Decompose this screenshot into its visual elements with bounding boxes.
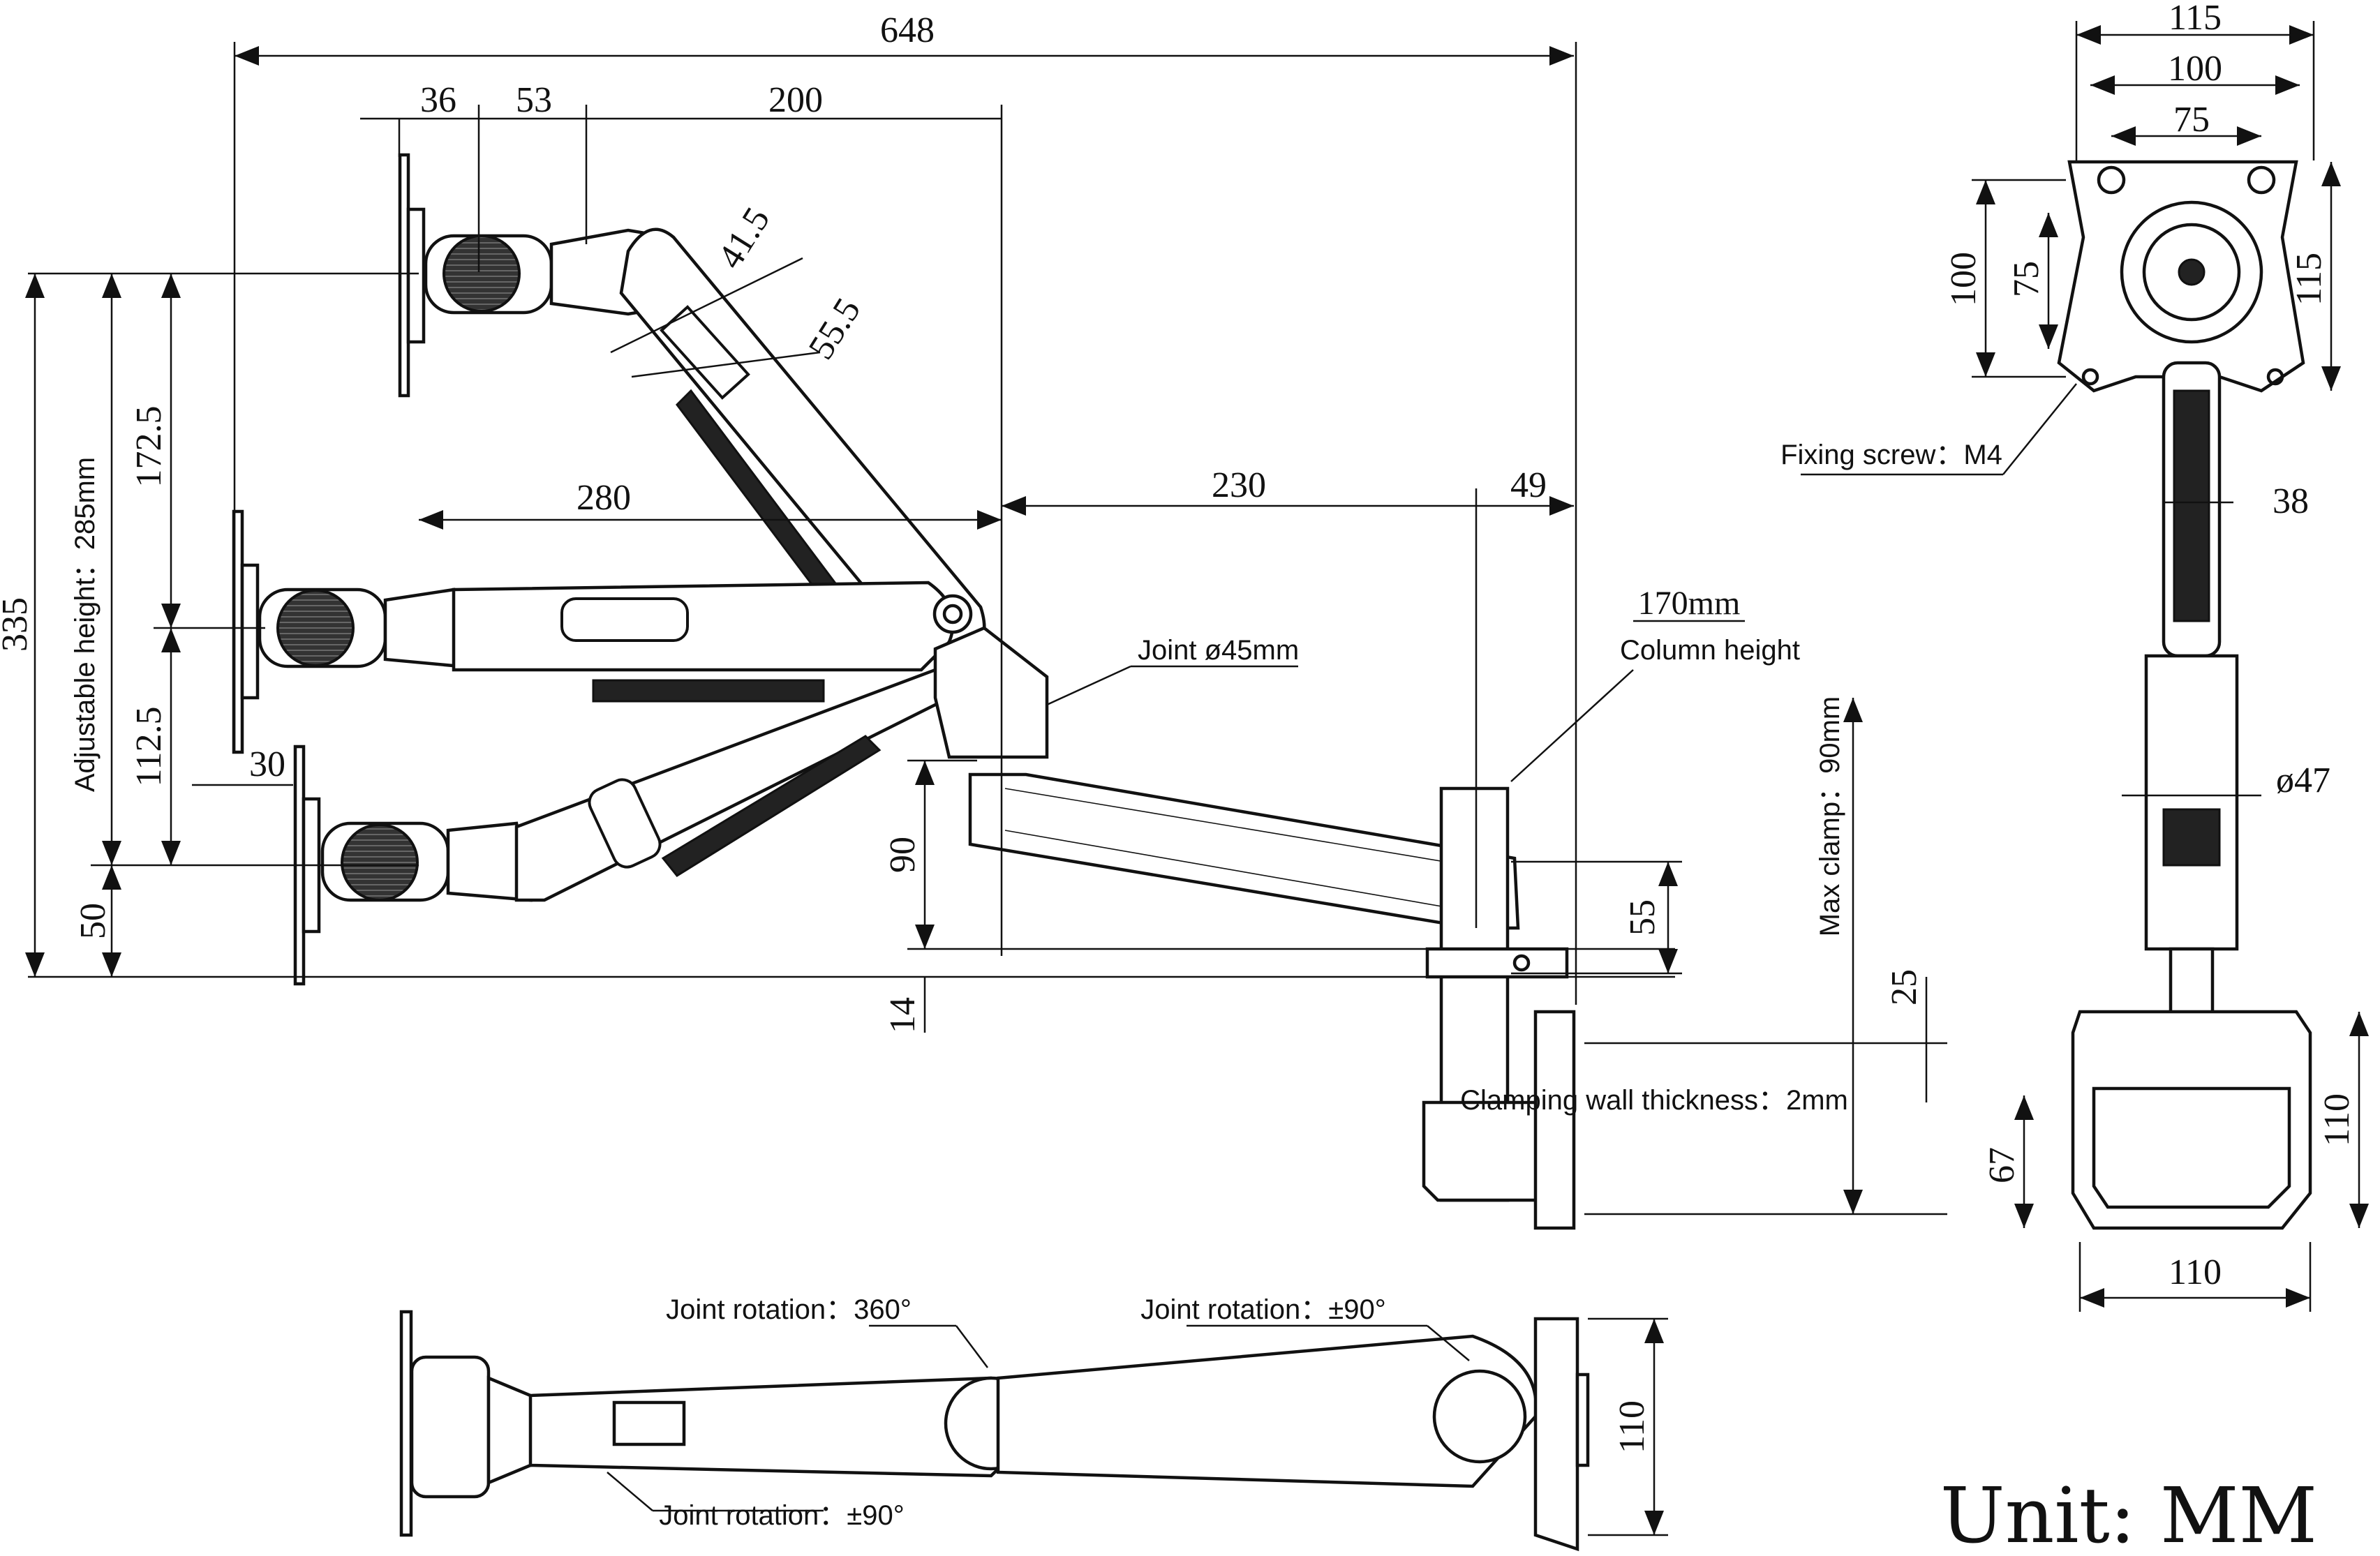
forearm bbox=[968, 772, 1520, 930]
joint-rotation-90-bottom-label: Joint rotation：±90° bbox=[659, 1500, 904, 1531]
column-height-label: Column height bbox=[1620, 635, 1800, 666]
dim-67: 67 bbox=[1982, 1147, 2022, 1183]
clamping-wall-label: Clamping wall thickness：2mm bbox=[1460, 1085, 1848, 1116]
dim-55-5: 55.5 bbox=[801, 292, 869, 366]
dim-dia-47: ø47 bbox=[2276, 761, 2330, 800]
dim-vesa-75-side: 75 bbox=[2007, 261, 2046, 297]
elbow-joint bbox=[932, 594, 973, 634]
max-clamp-label: Max clamp：90mm bbox=[1815, 696, 1845, 937]
dim-55: 55 bbox=[1623, 899, 1663, 936]
dim-335: 335 bbox=[0, 597, 35, 652]
dim-36: 36 bbox=[420, 80, 456, 120]
dim-110-top-view: 110 bbox=[1612, 1400, 1652, 1453]
arm-upper-level bbox=[452, 581, 955, 672]
dimension-texts: 648 36 53 200 41.5 55.5 280 230 49 30 33… bbox=[0, 0, 2357, 1453]
dimension-lines bbox=[25, 42, 1947, 1215]
dim-30: 30 bbox=[249, 745, 285, 784]
dim-overall-width: 648 bbox=[880, 10, 935, 50]
tilt-head-top bbox=[424, 228, 672, 316]
dim-230: 230 bbox=[1212, 465, 1266, 505]
dim-90: 90 bbox=[883, 837, 923, 873]
dim-38: 38 bbox=[2273, 481, 2309, 521]
dim-vesa-100-side: 100 bbox=[1944, 252, 1984, 306]
dim-50: 50 bbox=[73, 903, 113, 939]
dim-vesa-115-side: 115 bbox=[2289, 253, 2329, 306]
tilt-head-bottom bbox=[320, 821, 533, 902]
label-underlines bbox=[1046, 620, 1745, 782]
top-view-monitor-plate bbox=[399, 1310, 413, 1537]
side-view bbox=[232, 153, 1576, 1230]
front-view bbox=[1801, 21, 2369, 1312]
fixing-screw-label: Fixing screw：M4 bbox=[1780, 440, 2002, 470]
front-clamp-base bbox=[2071, 1010, 2312, 1230]
adjustable-height-label: Adjustable height：285mm bbox=[70, 457, 101, 792]
dim-14: 14 bbox=[883, 997, 923, 1033]
unit-label: Unit: MM bbox=[1940, 1471, 2317, 1556]
joint-diameter-label: Joint ø45mm bbox=[1138, 635, 1299, 666]
dim-110-bottom: 110 bbox=[2169, 1252, 2222, 1292]
annotation-texts: Adjustable height：285mm Joint ø45mm 170m… bbox=[70, 440, 2317, 1556]
tilt-head-middle bbox=[258, 588, 463, 668]
dim-vesa-115-top: 115 bbox=[2169, 0, 2222, 38]
dim-112-5: 112.5 bbox=[129, 706, 169, 786]
joint-rotation-360-label: Joint rotation：360° bbox=[666, 1294, 912, 1325]
dim-200: 200 bbox=[768, 80, 823, 120]
dim-110-right: 110 bbox=[2317, 1093, 2357, 1146]
top-view bbox=[399, 1310, 1668, 1552]
dim-41-5: 41.5 bbox=[711, 201, 778, 276]
dim-49: 49 bbox=[1510, 465, 1547, 505]
dim-25: 25 bbox=[1884, 969, 1924, 1005]
top-view-base bbox=[1533, 1317, 1579, 1552]
dim-vesa-75-top: 75 bbox=[2173, 100, 2210, 140]
dim-172-5: 172.5 bbox=[129, 406, 169, 488]
clamp-wall bbox=[1533, 1010, 1576, 1230]
dim-vesa-100-top: 100 bbox=[2168, 49, 2222, 89]
joint-rotation-90-top-label: Joint rotation：±90° bbox=[1140, 1294, 1385, 1325]
dim-280: 280 bbox=[577, 478, 631, 518]
column-height-value: 170mm bbox=[1638, 585, 1741, 622]
dim-53: 53 bbox=[516, 80, 552, 120]
